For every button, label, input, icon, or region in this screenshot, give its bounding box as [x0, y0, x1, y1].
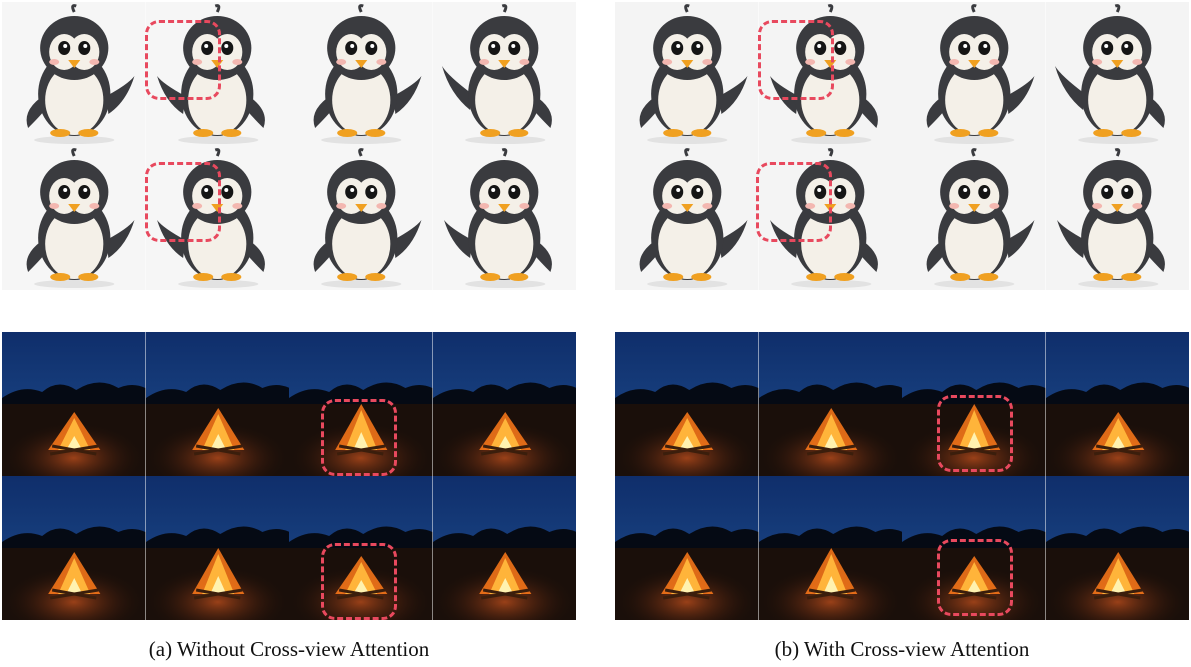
penguin-panel-without [2, 2, 576, 290]
campfire-image [432, 476, 576, 620]
penguin-grid-without [2, 2, 576, 290]
penguin-image [615, 146, 759, 290]
highlight-box [937, 539, 1013, 616]
campfire-grid-without [2, 332, 576, 620]
penguin-image [902, 2, 1046, 146]
penguin-image [758, 2, 902, 146]
campfire-image [902, 332, 1046, 476]
campfire-grid-with [615, 332, 1189, 620]
penguin-image [432, 2, 576, 146]
campfire-image [2, 332, 146, 476]
highlight-box [145, 20, 221, 100]
campfire-image [615, 332, 759, 476]
caption-left: (a) Without Cross-view Attention [148, 637, 430, 661]
penguin-grid-with [615, 2, 1189, 290]
campfire-image [289, 332, 433, 476]
highlight-box [321, 399, 397, 476]
campfire-panel-with [615, 332, 1189, 620]
highlight-box [145, 162, 221, 242]
penguin-panel-with [615, 2, 1189, 290]
campfire-image [615, 476, 759, 620]
highlight-box [321, 543, 397, 620]
penguin-image [1045, 2, 1189, 146]
campfire-image [2, 476, 146, 620]
campfire-image [1045, 332, 1189, 476]
campfire-panel-without [2, 332, 576, 620]
campfire-image [432, 332, 576, 476]
campfire-image [902, 476, 1046, 620]
penguin-image [2, 146, 146, 290]
campfire-image [145, 476, 289, 620]
campfire-image [145, 332, 289, 476]
highlight-box [758, 20, 834, 100]
penguin-image [289, 2, 433, 146]
penguin-image [615, 2, 759, 146]
penguin-image [432, 146, 576, 290]
caption-right: (b) With Cross-view Attention [774, 637, 1030, 661]
campfire-image [1045, 476, 1189, 620]
penguin-image [1045, 146, 1189, 290]
campfire-image [758, 476, 902, 620]
campfire-image [289, 476, 433, 620]
penguin-image [2, 2, 146, 146]
highlight-box [756, 162, 832, 242]
penguin-image [289, 146, 433, 290]
penguin-image [902, 146, 1046, 290]
highlight-box [937, 395, 1013, 472]
campfire-image [758, 332, 902, 476]
